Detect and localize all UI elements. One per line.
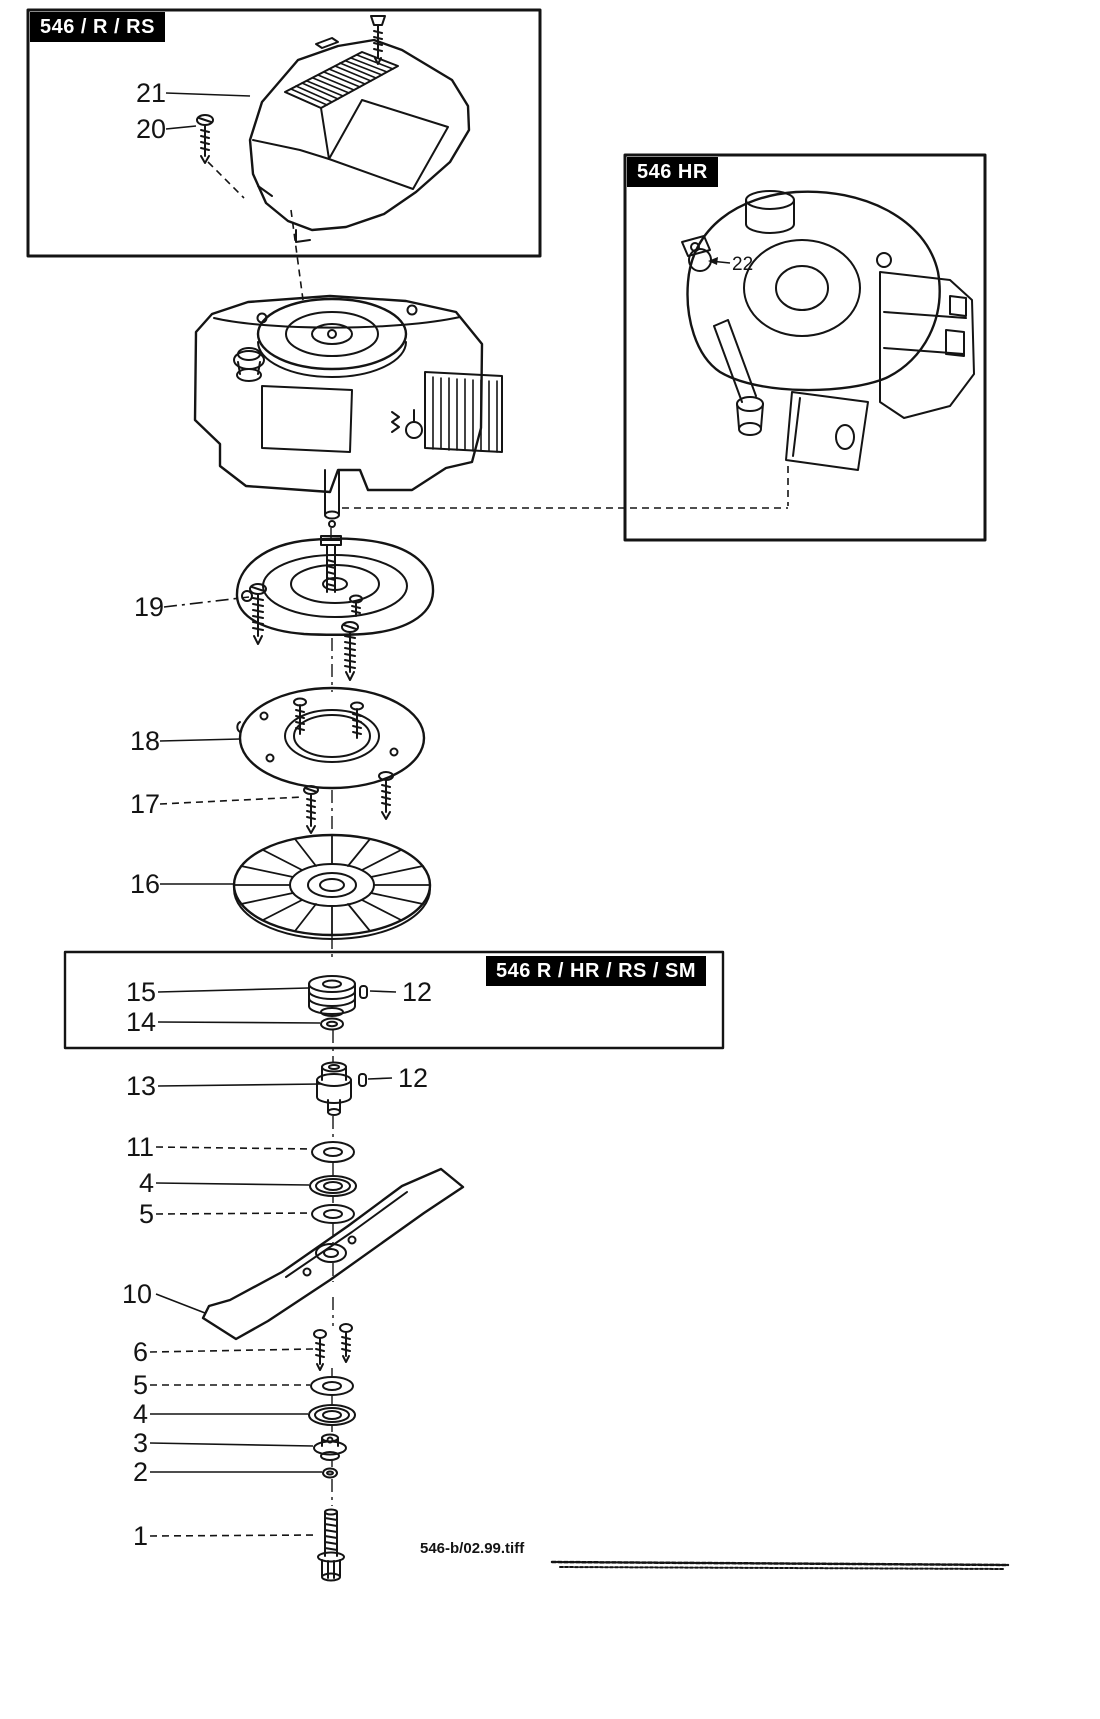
- hub-3: [313, 1433, 347, 1461]
- callout-14: 14: [125, 1007, 156, 1037]
- callout-5b: 5: [132, 1370, 148, 1400]
- callout-13: 13: [125, 1071, 156, 1101]
- callout-21: 21: [135, 78, 166, 108]
- callout-12b: 12: [398, 1063, 429, 1093]
- washer-5a: [311, 1204, 355, 1224]
- scan-artifact: [550, 1560, 1010, 1570]
- callout-10: 10: [121, 1279, 152, 1309]
- pulley-15: [308, 975, 356, 1017]
- callout-16: 16: [129, 869, 160, 899]
- ring-2: [322, 1467, 338, 1479]
- callout-4a: 4: [138, 1168, 154, 1198]
- callout-1: 1: [132, 1521, 148, 1551]
- callout-15: 15: [125, 977, 156, 1007]
- panel-top-left-frame: [26, 8, 542, 258]
- engine-cover: [196, 15, 471, 301]
- callout-2: 2: [132, 1457, 148, 1487]
- callout-12a: 12: [402, 977, 433, 1007]
- callout-6: 6: [132, 1337, 148, 1367]
- panel-right-frame: [623, 153, 987, 542]
- callout-11: 11: [125, 1132, 154, 1162]
- engine-hr-variant: [342, 190, 975, 509]
- screws-6: [313, 1323, 353, 1371]
- callout-20: 20: [135, 114, 166, 144]
- cooling-fan-16: [232, 833, 432, 940]
- callout-3: 3: [132, 1428, 148, 1458]
- callout-18: 18: [129, 726, 160, 756]
- leader-lines: [149, 92, 397, 1537]
- coupling-13: [316, 1061, 352, 1116]
- pin-12b: [358, 1073, 367, 1087]
- housing-base-19: [235, 535, 435, 681]
- panel-middle-frame: [63, 950, 725, 1050]
- assembly-axis: [330, 528, 334, 1506]
- washer-5b: [310, 1376, 354, 1396]
- screw-19b: [341, 621, 359, 681]
- callout-19: 19: [133, 592, 164, 622]
- washer-11: [311, 1141, 355, 1163]
- callout-22: 22: [732, 254, 754, 275]
- washer-4b: [308, 1404, 356, 1426]
- footer-filename: 546-b/02.99.tiff: [420, 1540, 525, 1557]
- callout-5a: 5: [138, 1199, 154, 1229]
- washer-4a: [309, 1175, 357, 1197]
- bolt-1: [317, 1508, 345, 1582]
- mounting-plate-18: [236, 686, 426, 790]
- screws-17: [303, 771, 394, 834]
- engine-main: [193, 294, 503, 528]
- panel-label-546-r-hr-rs-sm: 546 R / HR / RS / SM: [486, 956, 707, 986]
- panel-label-546-hr: 546 HR: [627, 157, 718, 187]
- blade-10: [201, 1167, 465, 1341]
- panel-label-546-r-rs: 546 / R / RS: [30, 12, 165, 42]
- ring-14: [320, 1017, 344, 1031]
- pin-12a: [359, 985, 368, 999]
- callout-4b: 4: [132, 1399, 148, 1429]
- callout-17: 17: [129, 789, 160, 819]
- screw-19a: [249, 583, 267, 645]
- screw-20: [196, 114, 214, 164]
